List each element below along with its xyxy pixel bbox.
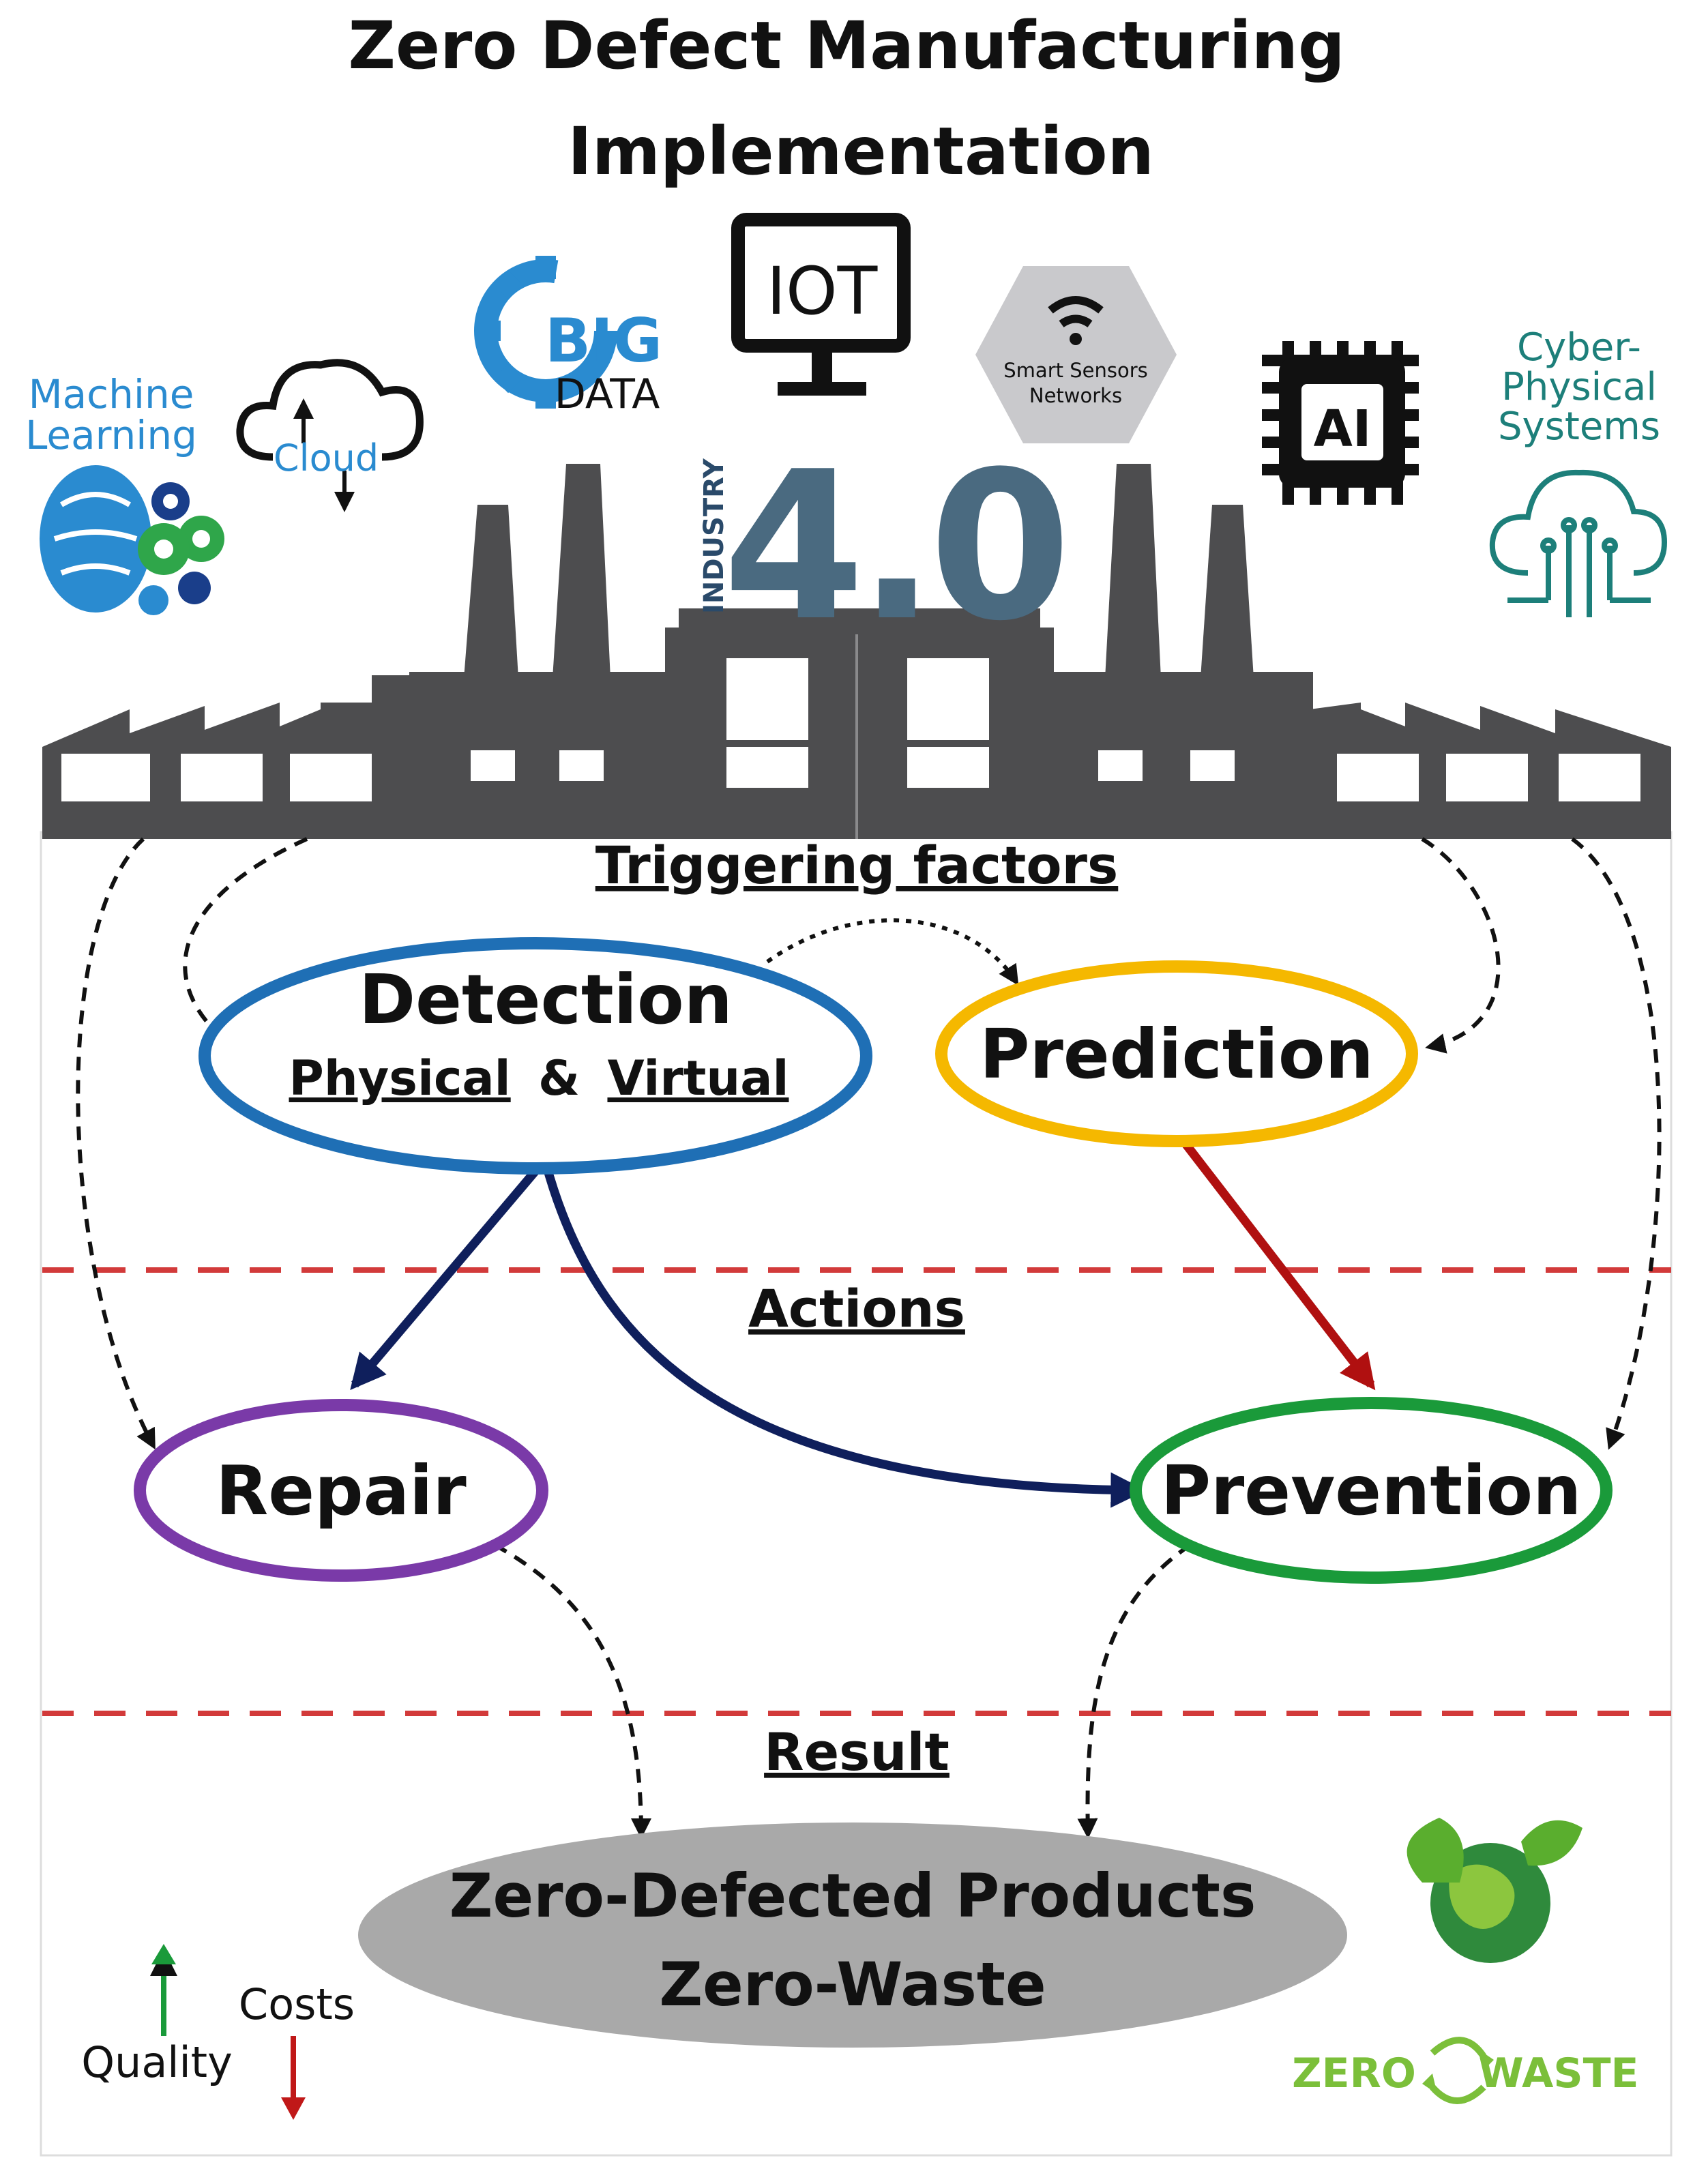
arrow-prediction-to-prevention bbox=[1173, 1130, 1376, 1391]
ai-label: AI bbox=[1314, 400, 1372, 458]
costs-arrowhead bbox=[281, 2097, 306, 2120]
arrow-detection-to-repair bbox=[350, 1160, 546, 1390]
section-result: Result bbox=[764, 1722, 949, 1782]
arrow-left-inner-to-detection bbox=[183, 837, 308, 1043]
quality-arrowhead bbox=[151, 1944, 176, 1964]
arrow-prevention-to-result bbox=[1077, 1543, 1192, 1839]
cps-line-1: Cyber- bbox=[1517, 325, 1641, 370]
prediction-label: Prediction bbox=[980, 1014, 1374, 1094]
arrow-right-outer-to-prevention bbox=[1571, 837, 1662, 1450]
detection-amp: & bbox=[538, 1050, 580, 1106]
repair-label: Repair bbox=[216, 1451, 467, 1531]
node-result: Zero-Defected Products Zero-Waste bbox=[358, 1823, 1347, 2048]
iot-monitor-icon: IOT bbox=[731, 213, 911, 396]
cps-line-2: Physical bbox=[1501, 365, 1657, 409]
industry-number: 4.0 bbox=[722, 428, 1064, 666]
node-prediction: Prediction bbox=[935, 960, 1418, 1147]
big-data-word-big: BIG bbox=[545, 306, 662, 376]
dashed-arrows bbox=[76, 837, 1662, 1839]
arrow-detection-to-prediction-dotted bbox=[766, 918, 1019, 986]
arrow-detection-to-prevention bbox=[541, 1162, 1147, 1508]
cps-cloud-circuit-icon bbox=[1489, 469, 1668, 617]
quality-label: Quality bbox=[81, 2037, 233, 2087]
arrow-repair-to-result bbox=[493, 1543, 651, 1839]
cloud-label: Cloud bbox=[274, 437, 379, 479]
big-data-icon: BIG DATA bbox=[474, 256, 662, 418]
result-line-1: Zero-Defected Products bbox=[450, 1861, 1256, 1931]
eco-globe-icon bbox=[1407, 1818, 1582, 1963]
recycle-arrows-icon bbox=[1422, 2037, 1494, 2104]
machine-learning-line-2: Learning bbox=[25, 412, 197, 458]
detection-title: Detection bbox=[359, 960, 733, 1039]
detection-physical: Physical bbox=[289, 1050, 511, 1106]
iot-label: IOT bbox=[767, 253, 878, 329]
node-repair: Repair bbox=[134, 1399, 548, 1582]
smart-sensors-line-1: Smart Sensors bbox=[1003, 359, 1147, 382]
industry-label: INDUSTRY bbox=[698, 458, 730, 614]
detection-subtitle: Physical & Virtual bbox=[289, 1050, 789, 1106]
node-detection: Detection Physical & Virtual bbox=[198, 937, 872, 1175]
ai-chip-icon: AI bbox=[1262, 341, 1419, 505]
section-triggering-factors: Triggering factors bbox=[595, 835, 1119, 896]
smart-sensors-icon: Smart Sensors Networks bbox=[975, 266, 1177, 443]
zero-waste-left: ZERO bbox=[1292, 2050, 1416, 2097]
big-data-word-data: DATA bbox=[555, 370, 660, 418]
costs-label: Costs bbox=[239, 1979, 355, 2029]
node-prevention: Prevention bbox=[1130, 1397, 1613, 1584]
quality-costs-legend: Quality Costs bbox=[81, 1944, 355, 2120]
arrow-left-outer-to-repair bbox=[76, 837, 156, 1450]
result-line-2: Zero-Waste bbox=[659, 1949, 1046, 2020]
factory-windows bbox=[61, 658, 1640, 801]
title-line-1: Zero Defect Manufacturing bbox=[348, 8, 1344, 84]
smart-sensors-line-2: Networks bbox=[1029, 384, 1122, 407]
detection-virtual: Virtual bbox=[607, 1050, 789, 1106]
section-actions: Actions bbox=[748, 1278, 965, 1339]
title-line-2: Implementation bbox=[568, 113, 1154, 190]
prevention-label: Prevention bbox=[1161, 1451, 1582, 1531]
cps-line-3: Systems bbox=[1498, 404, 1660, 449]
zero-waste-right: WASTE bbox=[1478, 2050, 1638, 2097]
brain-gears-icon bbox=[40, 465, 224, 615]
arrow-right-inner-to-prediction bbox=[1421, 837, 1501, 1054]
machine-learning-line-1: Machine bbox=[29, 371, 194, 417]
cloud-icon: Cloud bbox=[236, 359, 424, 512]
